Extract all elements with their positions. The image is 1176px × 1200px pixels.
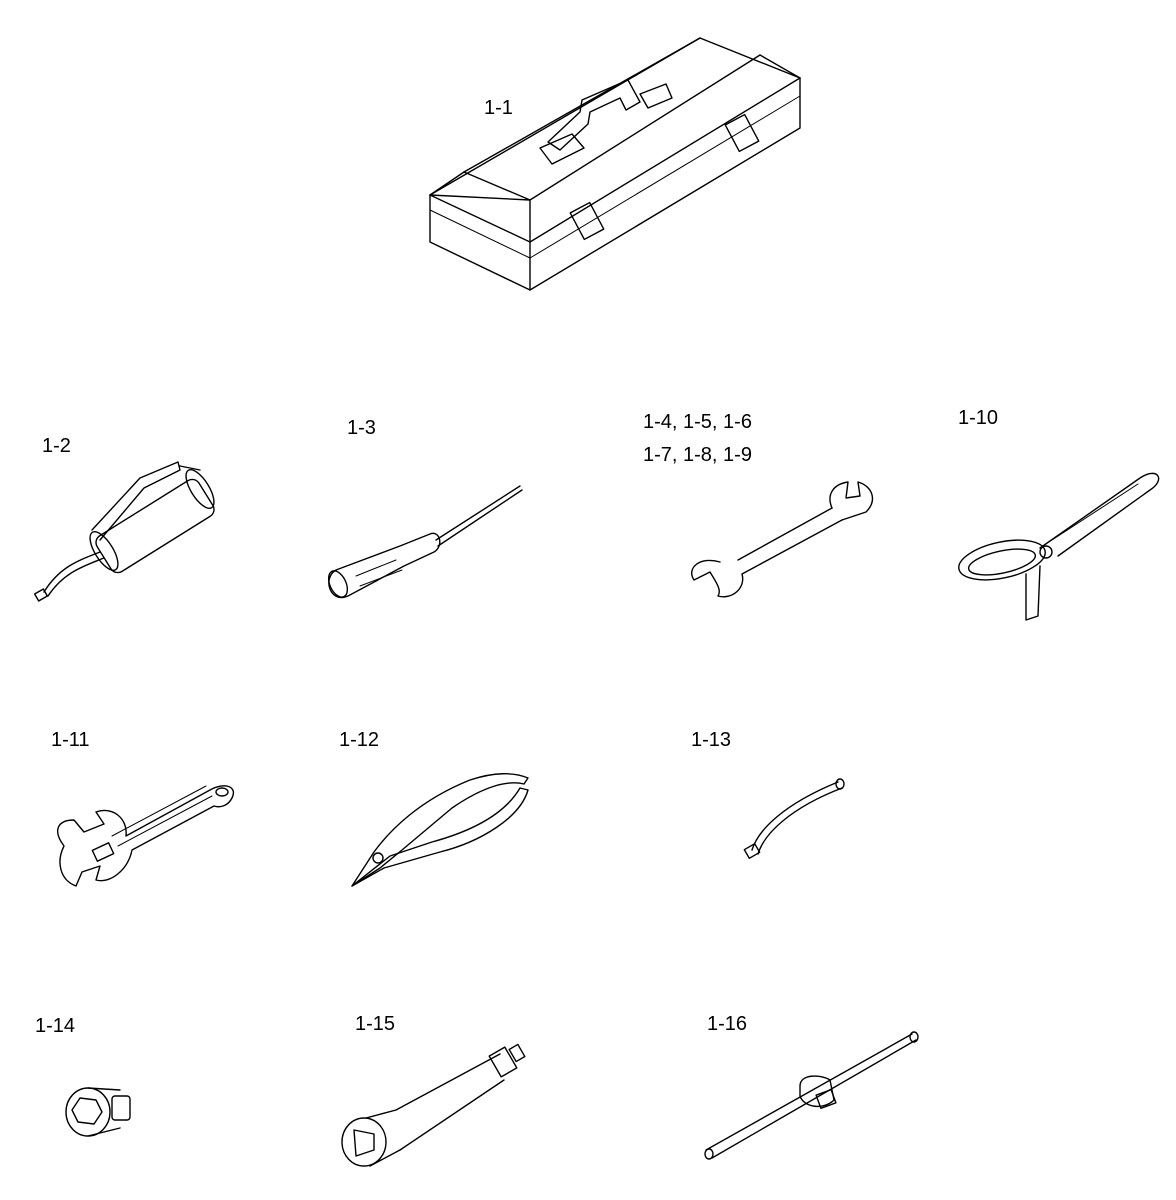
grease-gun-drawing: [33, 461, 215, 602]
label-wrench-line-1: 1-4, 1-5, 1-6: [643, 411, 752, 433]
adjustable-wrench-drawing: [56, 785, 235, 887]
nozzle-drawing: [743, 778, 845, 860]
t-handle-drawing: [704, 1031, 919, 1160]
label-pliers: 1-12: [339, 729, 380, 751]
filter-wrench-drawing: [958, 472, 1160, 621]
label-adjustable-wrench: 1-11: [51, 729, 90, 751]
toolbox-drawing: [429, 37, 801, 291]
label-wrench-line-2: 1-7, 1-8, 1-9: [643, 444, 752, 466]
label-t-handle: 1-16: [707, 1013, 748, 1035]
label-extension: 1-15: [355, 1013, 396, 1035]
pliers-drawing: [351, 773, 529, 887]
label-grease-gun: 1-2: [42, 435, 71, 457]
label-filter-wrench: 1-10: [958, 407, 999, 429]
extension-bar-drawing: [341, 1043, 526, 1167]
screwdriver-drawing: [327, 485, 523, 599]
label-screwdriver: 1-3: [347, 417, 376, 439]
label-nozzle: 1-13: [691, 729, 732, 751]
label-socket: 1-14: [35, 1015, 76, 1037]
label-toolbox: 1-1: [484, 97, 513, 119]
socket-drawing: [65, 1087, 131, 1137]
open-end-wrench-drawing: [691, 481, 874, 598]
